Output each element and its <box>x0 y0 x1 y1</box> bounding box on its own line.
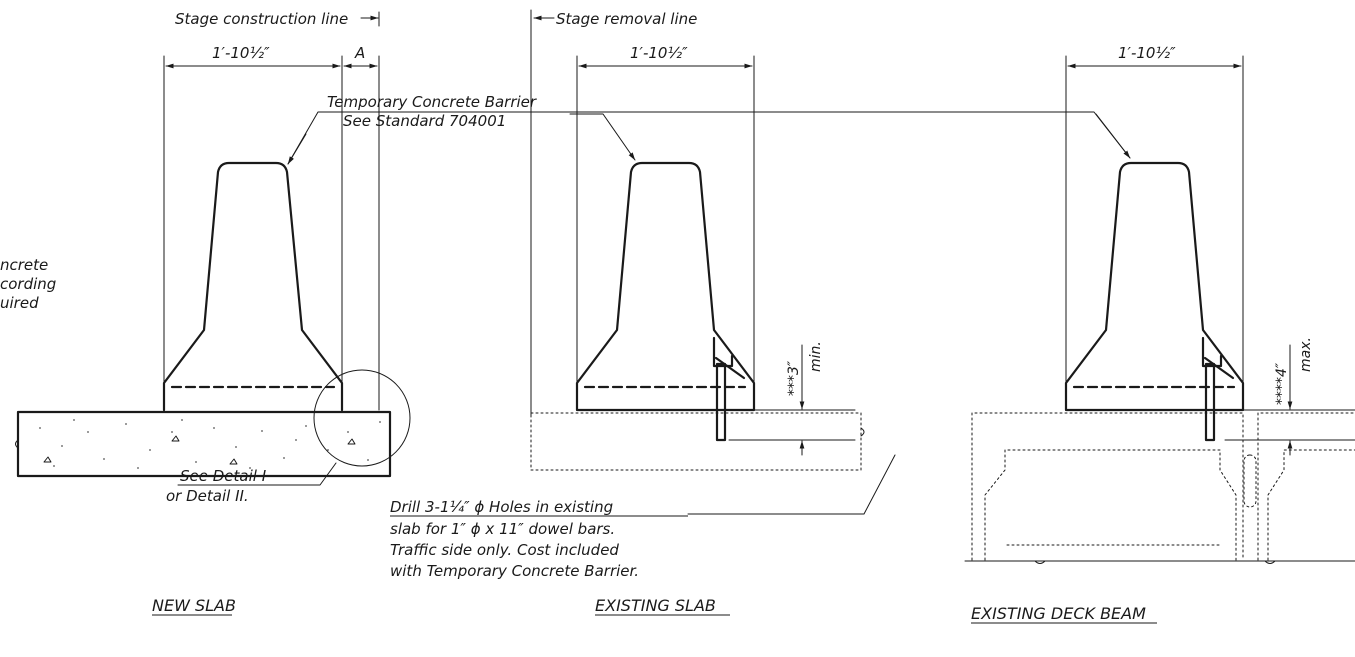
deck-beam-void <box>984 449 1237 561</box>
aggregate-marks <box>43 435 356 465</box>
bolt-plate <box>1201 336 1223 368</box>
drill-note-line-1: Drill 3-1¼″ ϕ Holes in existing <box>390 498 613 516</box>
tcb-title: Temporary Concrete Barrier <box>327 93 537 111</box>
detail-circle <box>313 369 411 467</box>
deck-beam-outline <box>971 412 1244 561</box>
tcb-leader-arrow-2 <box>569 113 636 161</box>
dimension-width-label: 1′-10½″ <box>212 44 270 62</box>
drill-note-leader <box>687 454 896 515</box>
bolt-plate-edge <box>714 356 746 380</box>
existing-deck-beam-panel: 1′-10½″ ****4″ max. EXISTING DECK BEAM <box>964 44 1355 624</box>
deck-beam-void <box>1267 449 1355 561</box>
temporary-concrete-barrier <box>162 161 344 412</box>
tcb-standard: See Standard 704001 <box>343 112 506 130</box>
bolt-plate-edge <box>1203 356 1235 380</box>
left-note-line-1: ncrete <box>0 256 48 274</box>
break-mark <box>860 427 865 437</box>
concrete-stipple <box>39 419 381 469</box>
dimension-4-max: ****4″ <box>1274 362 1290 405</box>
new-slab-panel: 1′-10½″ A See Detail I or Detai <box>0 44 411 616</box>
temporary-concrete-barrier <box>1064 161 1245 412</box>
stage-removal-line-label: Stage removal line <box>556 10 697 28</box>
dowel-bar <box>715 362 727 442</box>
existing-slab-panel: 1′-10½″ ***3″ min. Drill 3-1¼″ ϕ Holes i… <box>390 44 896 616</box>
tcb-leader-arrow-3 <box>1095 113 1131 159</box>
dimension-width-label: 1′-10½″ <box>1118 44 1176 62</box>
drill-note-line-2: slab for 1″ ϕ x 11″ dowel bars. <box>390 520 615 538</box>
dimension-width-label: 1′-10½″ <box>630 44 688 62</box>
dimension-4-max-qualifier: max. <box>1298 337 1314 372</box>
dimension-3-min-qualifier: min. <box>808 341 824 372</box>
break-mark <box>1034 560 1046 564</box>
dimension-3-min: ***3″ <box>786 360 802 396</box>
left-note-line-3: uired <box>0 294 39 312</box>
drill-note-line-4: with Temporary Concrete Barrier. <box>390 562 639 580</box>
tcb-leader-arrow-1 <box>287 133 307 165</box>
bolt-plate <box>712 336 734 368</box>
dowel-bar <box>1204 362 1216 442</box>
deck-beam-outline <box>1257 412 1355 561</box>
title-existing-slab: EXISTING SLAB <box>595 596 716 615</box>
existing-slab <box>530 412 862 471</box>
left-note-line-2: cording <box>0 275 56 293</box>
dimension-a-label: A <box>354 44 365 62</box>
temporary-concrete-barrier <box>575 161 756 412</box>
stage-construction-line-label: Stage construction line <box>175 10 348 28</box>
new-slab <box>16 410 392 478</box>
break-mark <box>1264 560 1276 564</box>
shear-key <box>1243 454 1257 508</box>
break-mark <box>15 439 19 449</box>
title-new-slab: NEW SLAB <box>152 596 236 615</box>
title-existing-deck-beam: EXISTING DECK BEAM <box>971 604 1146 623</box>
drill-note-line-3: Traffic side only. Cost included <box>390 541 619 559</box>
detail-ref-2: or Detail II. <box>166 487 249 505</box>
detail-ref-1: See Detail I <box>180 467 267 485</box>
